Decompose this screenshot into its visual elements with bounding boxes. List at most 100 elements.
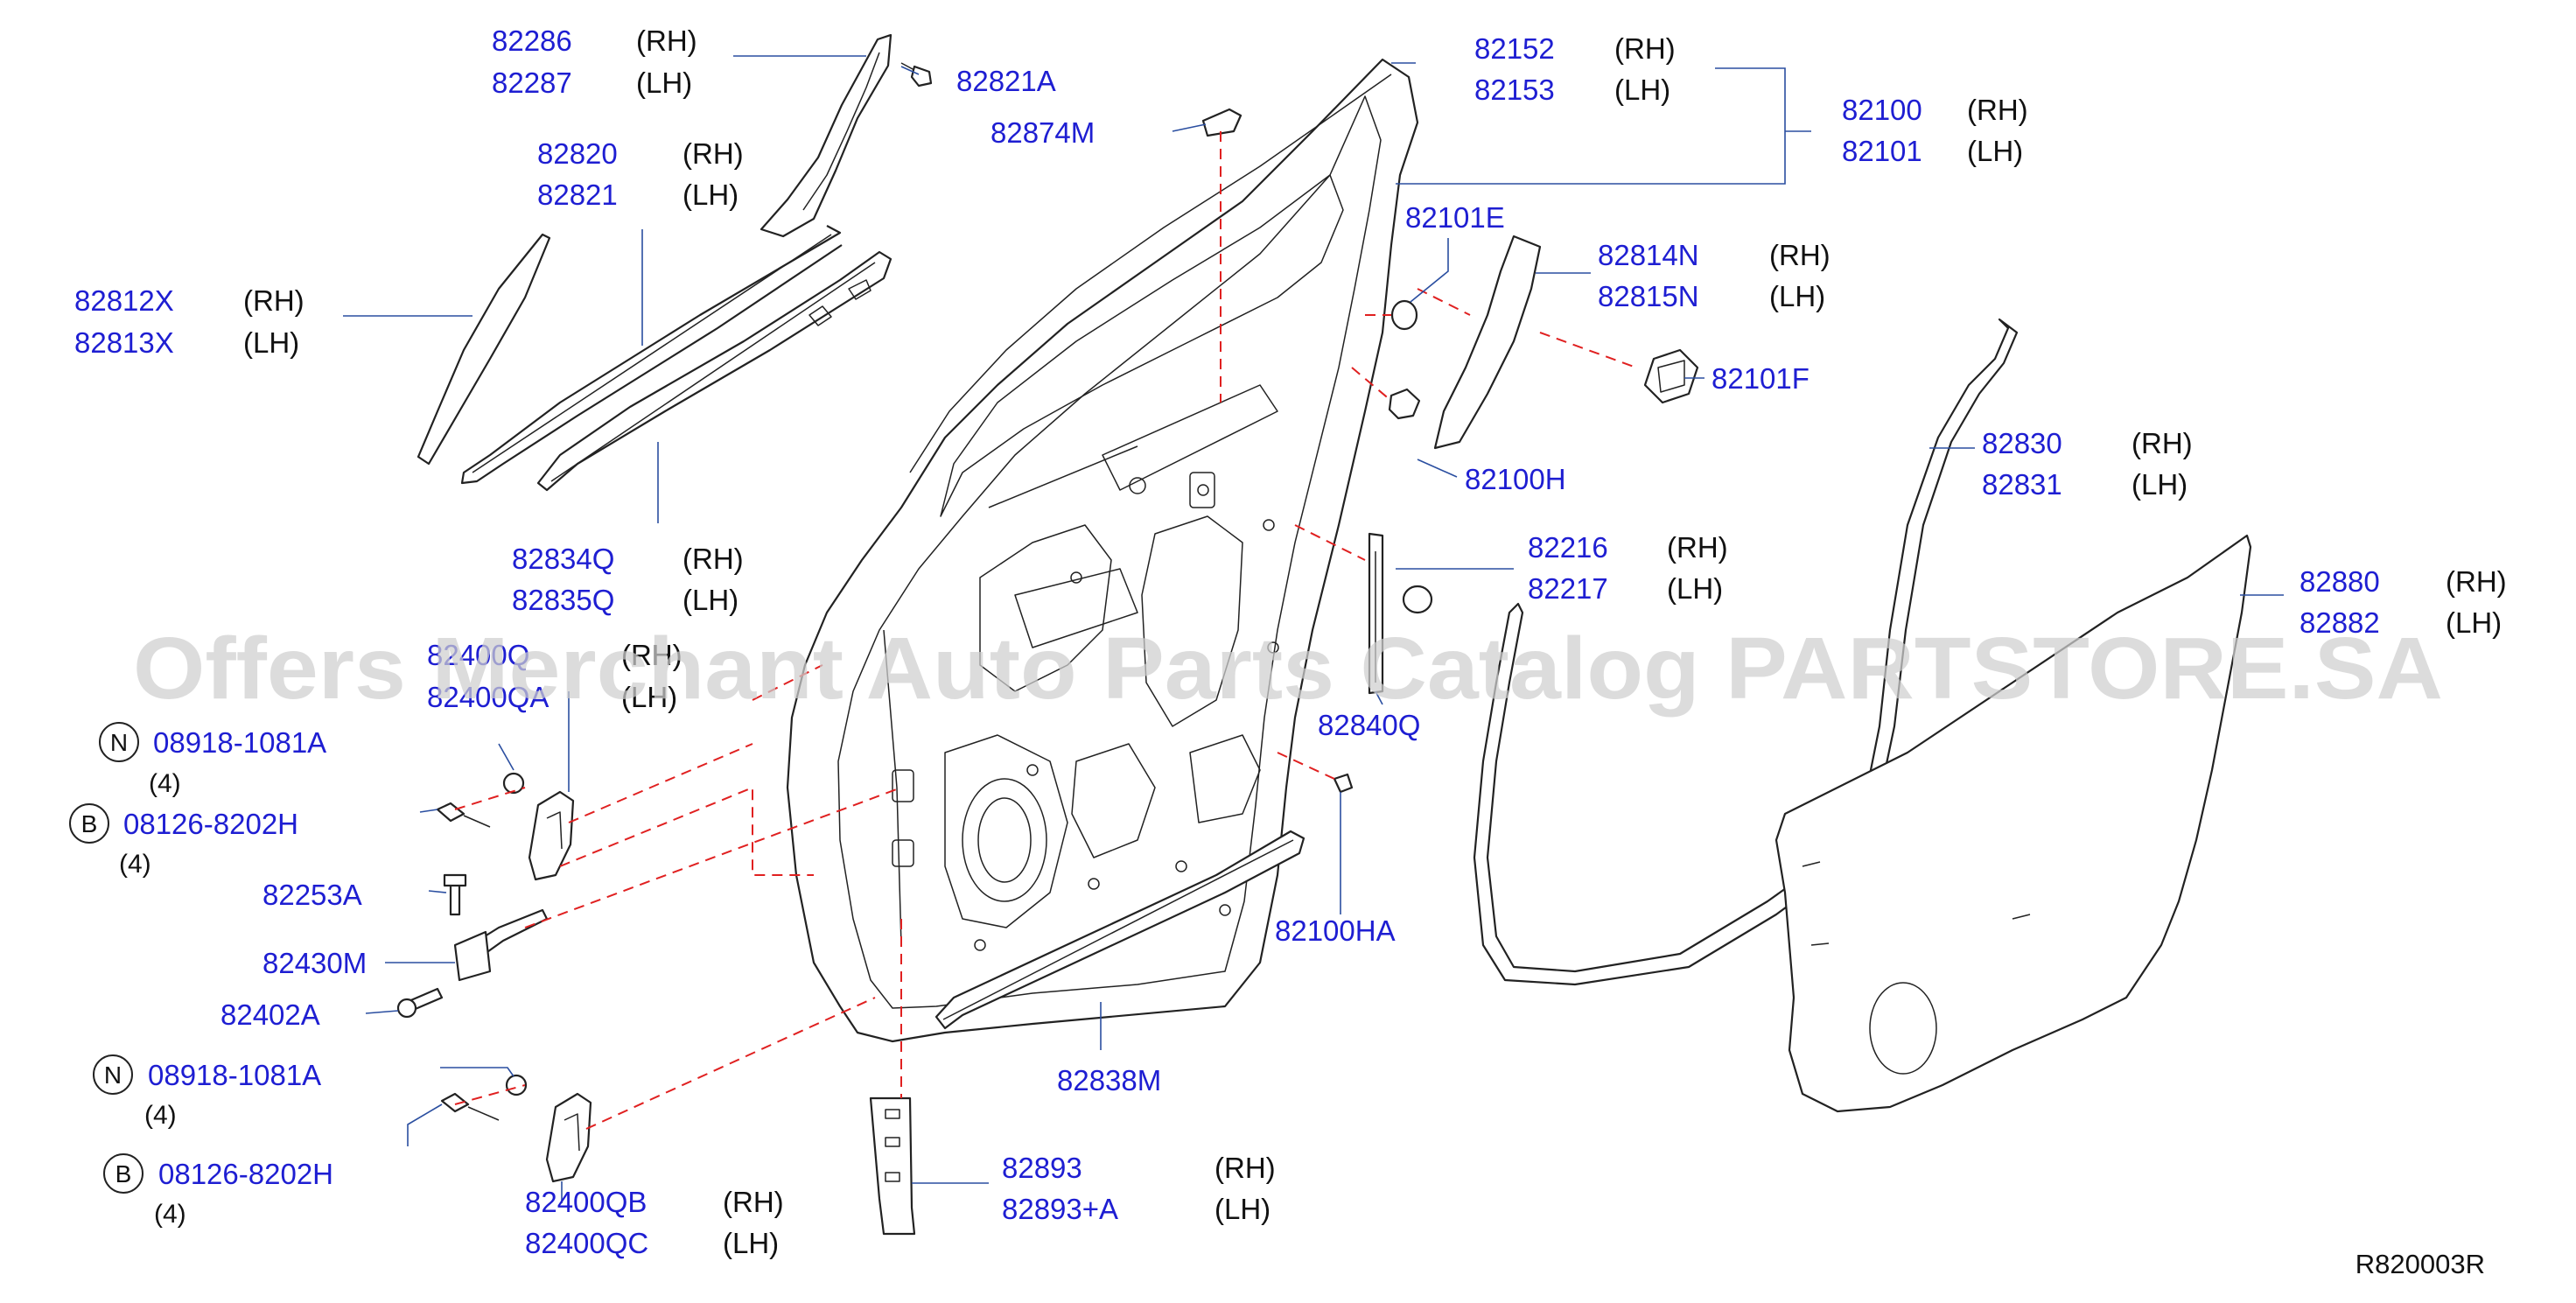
symbol-n-lower: N [104, 1061, 122, 1089]
callout-82400-part-0: 82400Q [427, 639, 529, 671]
callout-82400-part-1: 82400QA [427, 681, 549, 713]
sash-trim-82814n [1433, 235, 1542, 450]
install-guide-lines [454, 131, 1637, 1130]
callout-82820-side-1: (LH) [682, 179, 738, 211]
callout-82216-side-0: (RH) [1667, 531, 1728, 564]
callout-82100-side-0: (RH) [1967, 94, 2028, 126]
nut-symbol-n-lower: N [93, 1054, 133, 1095]
callout-08918b-qty: (4) [144, 1101, 177, 1130]
upper-hinge-82400q [436, 772, 575, 881]
callout-82834q-side-1: (LH) [682, 584, 738, 616]
callout-08918a-part-0: 08918-1081A [153, 726, 326, 759]
belt-moulding-82820 [460, 225, 843, 485]
symbol-b-lower: B [116, 1160, 132, 1187]
callout-82812x-side-1: (LH) [243, 326, 299, 359]
callout-82820-side-0: (RH) [682, 137, 744, 170]
callout-82286-part-1: 82287 [492, 67, 572, 99]
callout-08918b-part-0: 08918-1081A [148, 1059, 321, 1091]
callout-82830-side-0: (RH) [2132, 427, 2193, 459]
bolt-82821a [900, 62, 933, 88]
callout-82893-part-0: 82893 [1002, 1152, 1082, 1184]
door-check-link-82430m [396, 873, 549, 1019]
callout-82152-side-0: (RH) [1614, 32, 1676, 65]
callout-82893-side-0: (RH) [1214, 1152, 1276, 1184]
callout-82840q-part-0: 82840Q [1318, 709, 1420, 741]
callout-82814n-part-0: 82814N [1598, 239, 1699, 271]
callout-08126a-part-0: 08126-8202H [123, 808, 298, 840]
callout-82820-part-0: 82820 [537, 137, 618, 170]
clip-82101f [1643, 348, 1699, 404]
callout-82100h-part-0: 82100H [1465, 463, 1566, 495]
callout-82821a-part-0: 82821A [956, 65, 1056, 97]
callout-82286-side-1: (LH) [636, 67, 692, 99]
callout-82400qb-part-0: 82400QB [525, 1186, 647, 1218]
quarter-glass-82812x [416, 233, 551, 466]
belt-moulding-inner-82834q [536, 250, 892, 492]
callout-82152-part-0: 82152 [1474, 32, 1555, 65]
callout-82893-part-1: 82893+A [1002, 1193, 1118, 1225]
weatherstrip-82830 [1473, 318, 2019, 986]
callout-82101f-part-0: 82101F [1712, 362, 1810, 395]
symbol-b-upper: B [81, 810, 98, 837]
callout-82253a-part-0: 82253A [262, 879, 362, 911]
callout-82216-part-0: 82216 [1528, 531, 1608, 564]
callout-82216-part-1: 82217 [1528, 572, 1608, 605]
lower-hinge-82400qb [440, 1074, 592, 1183]
callout-82152-part-1: 82153 [1474, 74, 1555, 106]
grommet-82101e [1390, 299, 1418, 331]
callout-82400qb-part-1: 82400QC [525, 1227, 648, 1259]
callout-labels: 82286 (RH) 82287 (LH) 82821A 82152 (RH) … [69, 25, 2507, 1279]
callout-82430m-part-0: 82430M [262, 947, 367, 979]
callout-82834q-part-0: 82834Q [512, 543, 614, 575]
nut-symbol-n-upper: N [99, 722, 139, 762]
callout-82400-side-1: (LH) [621, 681, 677, 713]
rear-door-shell [786, 58, 1419, 1043]
callout-08126b-part-0: 08126-8202H [158, 1158, 333, 1190]
callout-82820-part-1: 82821 [537, 179, 618, 211]
check-link-bracket-82216 [1368, 532, 1433, 695]
callout-82814n-side-1: (LH) [1769, 280, 1825, 312]
callout-82402a-part-0: 82402A [220, 998, 320, 1031]
callout-82400-side-0: (RH) [621, 639, 682, 671]
callout-82812x-part-0: 82812X [74, 284, 174, 317]
watermark-text: Offers Merchant Auto Parts Catalog PARTS… [133, 620, 2443, 718]
callout-82100-part-0: 82100 [1842, 94, 1922, 126]
callout-82874m-part-0: 82874M [990, 116, 1095, 149]
bolt-symbol-b-upper: B [69, 803, 109, 844]
callout-82286-side-0: (RH) [636, 25, 697, 57]
callout-82834q-side-0: (RH) [682, 543, 744, 575]
sealing-screen-82880 [1774, 534, 2252, 1113]
sill-moulding-82838m [934, 830, 1306, 1030]
callout-82400qb-side-0: (RH) [723, 1186, 784, 1218]
callout-82814n-part-1: 82815N [1598, 280, 1699, 312]
bracket-82893 [869, 1096, 916, 1236]
callout-82830-side-1: (LH) [2132, 468, 2188, 501]
callout-82100ha-part-0: 82100HA [1275, 914, 1396, 947]
callout-82100-part-1: 82101 [1842, 135, 1922, 167]
callout-82834q-part-1: 82835Q [512, 584, 614, 616]
callout-82830-part-0: 82830 [1982, 427, 2062, 459]
callout-08126a-qty: (4) [119, 850, 151, 879]
callout-08918a-qty: (4) [149, 769, 181, 798]
symbol-n-upper: N [110, 729, 128, 756]
callout-82812x-side-0: (RH) [243, 284, 304, 317]
clip-82874m [1201, 108, 1242, 137]
callout-82101e-part-0: 82101E [1405, 201, 1505, 234]
bumper-82100ha [1333, 773, 1354, 794]
callout-82814n-side-0: (RH) [1769, 239, 1830, 271]
callout-82830-part-1: 82831 [1982, 468, 2062, 501]
callout-82880-part-1: 82882 [2300, 606, 2380, 639]
callout-08126b-qty: (4) [154, 1200, 186, 1229]
callout-82880-part-0: 82880 [2300, 565, 2380, 598]
callout-82286-part-0: 82286 [492, 25, 572, 57]
window-frame-trim-82286 [760, 33, 892, 238]
callout-82216-side-1: (LH) [1667, 572, 1723, 605]
diagram-reference-code: R820003R [2356, 1249, 2485, 1279]
callout-82152-side-1: (LH) [1614, 74, 1670, 106]
callout-82838m-part-0: 82838M [1057, 1064, 1161, 1096]
callout-82893-side-1: (LH) [1214, 1193, 1270, 1225]
leader-lines [343, 55, 2284, 1203]
bolt-symbol-b-lower: B [103, 1153, 144, 1194]
